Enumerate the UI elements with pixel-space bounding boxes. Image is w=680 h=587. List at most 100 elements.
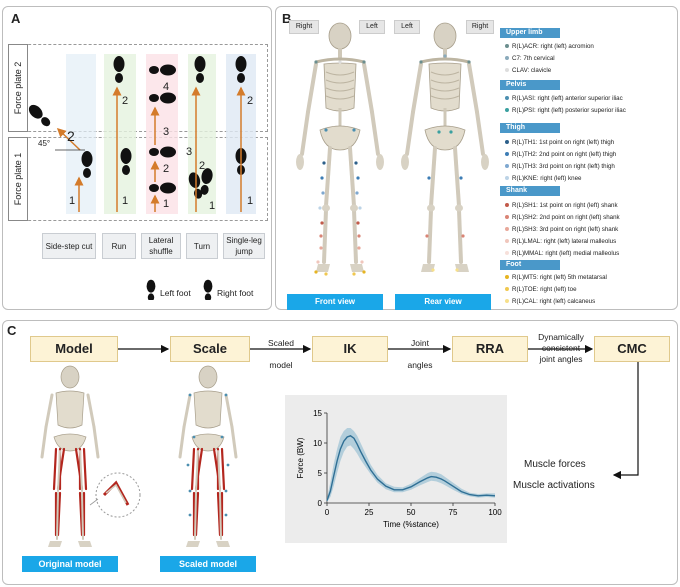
psi-dot — [505, 108, 509, 113]
jump-step-1: 1 — [247, 195, 254, 207]
panel-b: B — [275, 6, 678, 310]
turn-step-3: 3 — [186, 146, 193, 158]
rear-view-label: Rear view — [395, 294, 491, 310]
legend-acromion: R(L)ACR: right (left) acromion — [505, 43, 594, 50]
sidestep-right-foot-2 — [26, 102, 54, 130]
category-pelvis: Pelvis — [500, 80, 560, 90]
shuffle-step-1: 1 — [163, 198, 170, 210]
sh3-dot — [505, 227, 509, 232]
force-plate-2-title: Force plate 2 — [8, 44, 28, 132]
shuffle-foot-2 — [149, 146, 176, 158]
muscle-forces-label: Muscle forces — [524, 459, 586, 470]
knee-dot — [505, 176, 509, 181]
x-tick-label: 75 — [449, 508, 458, 517]
stage-rra: RRA — [452, 336, 528, 362]
turn-foot-3 — [194, 56, 206, 83]
force-mean-line — [326, 435, 496, 501]
rear-left-label: Left — [394, 20, 420, 34]
legend-right-foot-icon — [203, 279, 213, 300]
musculoskeletal-models — [40, 365, 238, 549]
legend-right-foot-label: Right foot — [217, 288, 254, 298]
stage-cmc: CMC — [594, 336, 670, 362]
legend-lmal: R(L)LMAL: right (left) lateral malleolus — [505, 238, 616, 245]
original-model — [40, 365, 100, 549]
run-left-foot-1 — [120, 148, 132, 175]
x-tick-label: 50 — [407, 508, 416, 517]
jump-step-2: 2 — [247, 95, 254, 107]
panel-b-label: B — [282, 11, 292, 26]
force-sd-band — [327, 428, 495, 502]
x-tick-label: 25 — [365, 508, 374, 517]
legend-sh3: R(L)SH3: 3rd point on right (left) shank — [505, 226, 618, 233]
rear-skeleton — [399, 21, 491, 274]
run-right-foot-2 — [113, 56, 125, 83]
movement-run: Run — [102, 233, 136, 259]
front-skeleton — [294, 21, 386, 276]
sidestep-column — [66, 54, 96, 214]
rear-right-label: Right — [466, 20, 494, 34]
shuffle-step-2: 2 — [163, 163, 170, 175]
knee-detail-inset — [95, 472, 141, 518]
movement-turn: Turn — [186, 233, 218, 259]
sidestep-step-2: 2 — [67, 128, 75, 144]
mmal-dot — [505, 251, 509, 256]
shuffle-step-3: 3 — [163, 126, 170, 138]
y-axis-label: Force (BW) — [296, 437, 305, 478]
y-tick-label: 10 — [313, 439, 322, 448]
force-plate-1-title: Force plate 1 — [8, 137, 28, 221]
legend-clavicle: CLAV: clavicle — [505, 67, 551, 74]
turn-step-2: 2 — [199, 160, 206, 172]
shuffle-foot-4b — [149, 92, 176, 104]
panel-a-label: A — [11, 11, 21, 26]
legend-th3: R(L)TH3: 3rd point on right (left) thigh — [505, 163, 615, 170]
asi-dot — [505, 96, 509, 101]
flow-arrows — [118, 344, 639, 480]
stage-ik: IK — [312, 336, 388, 362]
original-model-label: Original model — [22, 556, 118, 572]
th2-dot — [505, 152, 509, 157]
lmal-dot — [505, 239, 509, 244]
footprint-diagram — [26, 56, 247, 300]
scaled-model — [178, 365, 238, 549]
sidestep-step-1: 1 — [69, 195, 76, 207]
acromion-dot — [505, 44, 509, 49]
front-view-label: Front view — [287, 294, 383, 310]
stage-model: Model — [30, 336, 118, 362]
th1-dot — [505, 140, 509, 145]
mt5-dot — [505, 275, 509, 280]
front-right-label: Right — [289, 20, 319, 34]
legend-th1: R(L)TH1: 1st point on right (left) thigh — [505, 139, 614, 146]
toe-dot — [505, 287, 509, 292]
sh1-dot — [505, 203, 509, 208]
label-dynamic-joint-angles: Dynamically consistent joint angles — [538, 332, 584, 364]
movement-side-step-cut: Side-step cut — [42, 233, 96, 259]
cal-dot — [505, 299, 509, 304]
label-joint-angles: Joint angles — [407, 338, 433, 370]
category-upper-limb: Upper limb — [500, 28, 560, 38]
run-step-2: 2 — [122, 95, 129, 107]
legend-knee: R(L)KNE: right (left) knee — [505, 175, 581, 182]
legend-c7: C7: 7th cervical — [505, 55, 555, 62]
shuffle-foot-4 — [149, 64, 176, 76]
turn-step-1: 1 — [209, 200, 216, 212]
jump-foot-2 — [235, 56, 247, 83]
c7-dot — [505, 56, 509, 61]
legend-sh1: R(L)SH1: 1st point on right (left) shank — [505, 202, 618, 209]
run-step-1: 1 — [122, 195, 129, 207]
y-tick-label: 15 — [313, 409, 322, 418]
category-thigh: Thigh — [500, 123, 560, 133]
chart-background — [285, 395, 507, 543]
sidestep-left-foot-1 — [81, 151, 93, 178]
shuffle-foot-1 — [149, 182, 176, 194]
movement-lateral-shuffle: Lateral shuffle — [141, 233, 181, 259]
x-axis-label: Time (%stance) — [383, 520, 439, 529]
legend-mt5: R(L)MT5: right (left) 5th metatarsal — [505, 274, 607, 281]
angle-label: 45° — [38, 139, 51, 148]
legend-toe: R(L)TOE: right (left) toe — [505, 286, 577, 293]
legend-mmal: R(L)MMAL: right (left) medial malleolus — [505, 250, 619, 257]
legend-sh2: R(L)SH2: 2nd point on right (left) shank — [505, 214, 620, 221]
panel-c-label: C — [7, 323, 17, 338]
clavicle-dot — [505, 68, 509, 73]
legend-left-foot-icon — [146, 279, 156, 300]
y-tick-label: 0 — [318, 499, 323, 508]
